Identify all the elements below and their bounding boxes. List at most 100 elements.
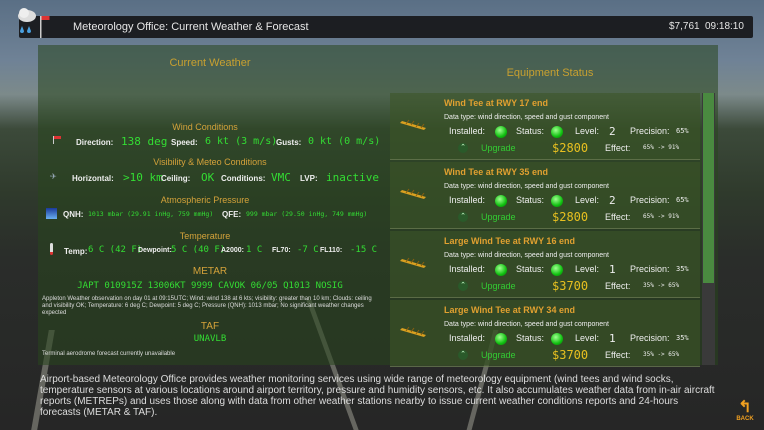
- current-weather-title: Current Weather: [169, 57, 251, 69]
- equipment-description: Data type: wind direction, speed and gus…: [444, 114, 609, 121]
- dewpoint-label: Dewpoint:: [138, 247, 172, 254]
- upgrade-icon[interactable]: ⌃: [458, 281, 468, 291]
- fl70-label: FL70:: [272, 247, 291, 254]
- back-label: BACK: [736, 416, 754, 422]
- effect-value: 35% -> 65%: [643, 351, 680, 358]
- wind-heading: Wind Conditions: [172, 122, 238, 132]
- gusts-value: 0 kt (0 m/s): [308, 136, 381, 147]
- effect-label: Effect:: [605, 350, 631, 360]
- equipment-name: Large Wind Tee at RWY 16 end: [444, 236, 575, 246]
- upgrade-icon[interactable]: ⌃: [458, 350, 468, 360]
- metar-heading: METAR: [192, 266, 228, 277]
- upgrade-price: $2800: [552, 141, 589, 155]
- level-label: Level:: [575, 126, 600, 136]
- description-text: Airport-based Meteorology Office provide…: [40, 374, 715, 418]
- level-label: Level:: [575, 333, 600, 343]
- level-value: 1: [609, 263, 616, 276]
- precision-value: 35%: [676, 334, 689, 342]
- window-title: Meteorology Office: Current Weather & Fo…: [73, 21, 309, 33]
- status-indicator: [551, 126, 563, 138]
- a2000-label: A2000:: [221, 247, 244, 254]
- weather-office-icon: [18, 8, 50, 38]
- direction-label: Direction:: [76, 138, 114, 147]
- scrollbar-thumb[interactable]: [703, 93, 714, 283]
- equipment-name: Wind Tee at RWY 35 end: [444, 167, 548, 177]
- ceiling-label: Ceiling:: [161, 174, 191, 183]
- equipment-name: Large Wind Tee at RWY 34 end: [444, 305, 575, 315]
- thermometer-icon: [50, 243, 53, 255]
- metar-code: JAPT 010915Z 13006KT 9999 CAVOK 06/05 Q1…: [77, 281, 343, 291]
- conditions-label: Conditions:: [221, 174, 266, 183]
- installed-indicator: [495, 264, 507, 276]
- lvp-label: LVP:: [300, 174, 318, 183]
- fl110-value: -15 C: [350, 245, 378, 255]
- upgrade-icon[interactable]: ⌃: [458, 143, 468, 153]
- qnh-label: QNH:: [63, 210, 84, 219]
- horizontal-value: >10 km: [123, 171, 163, 184]
- status-indicator: [551, 333, 563, 345]
- precision-label: Precision:: [630, 264, 670, 274]
- upgrade-button[interactable]: Upgrade: [481, 143, 516, 153]
- gusts-label: Gusts:: [276, 138, 302, 147]
- barometer-icon: [46, 208, 57, 219]
- wind-tee-icon: [400, 257, 426, 268]
- speed-value: 6 kt (3 m/s): [205, 136, 278, 147]
- equipment-status-title: Equipment Status: [506, 67, 594, 79]
- upgrade-icon[interactable]: ⌃: [458, 212, 468, 222]
- upgrade-price: $3700: [552, 348, 589, 362]
- conditions-value: VMC: [271, 171, 291, 184]
- temperature-heading: Temperature: [179, 231, 231, 241]
- windsock-icon: [53, 136, 63, 144]
- equipment-item: Large Wind Tee at RWY 34 end Data type: …: [390, 300, 700, 367]
- ceiling-value: OK: [201, 171, 215, 184]
- pressure-heading: Atmospheric Pressure: [160, 195, 250, 205]
- precision-value: 65%: [676, 127, 689, 135]
- equipment-scrollbar[interactable]: [702, 93, 715, 365]
- wind-tee-icon: [400, 119, 426, 130]
- taf-decoded: Terminal aerodrome forecast currently un…: [42, 351, 176, 357]
- visibility-icon: ✈: [50, 172, 57, 181]
- wind-tee-icon: [400, 188, 426, 199]
- level-value: 2: [609, 194, 616, 207]
- back-arrow-icon: ↰: [738, 399, 752, 416]
- wind-tee-icon: [400, 326, 426, 337]
- upgrade-button[interactable]: Upgrade: [481, 350, 516, 360]
- upgrade-button[interactable]: Upgrade: [481, 212, 516, 222]
- upgrade-price: $3700: [552, 279, 589, 293]
- installed-indicator: [495, 126, 507, 138]
- title-bar: Meteorology Office: Current Weather & Fo…: [19, 16, 753, 38]
- taf-code: UNAVLB: [193, 334, 227, 344]
- status-label: Status:: [516, 126, 545, 136]
- fl110-label: FL110:: [320, 247, 343, 254]
- status-label: Status:: [516, 195, 545, 205]
- back-button[interactable]: ↰ BACK: [732, 400, 758, 428]
- installed-label: Installed:: [449, 126, 486, 136]
- metar-decoded: Appleton Weather observation on day 01 a…: [42, 296, 372, 316]
- visibility-heading: Visibility & Meteo Conditions: [153, 157, 267, 167]
- lvp-value: inactive: [326, 171, 379, 184]
- taf-heading: TAF: [200, 321, 220, 332]
- status-indicator: [551, 195, 563, 207]
- direction-value: 138 deg: [121, 135, 168, 148]
- installed-indicator: [495, 195, 507, 207]
- fl70-value: -7 C: [297, 245, 319, 255]
- level-label: Level:: [575, 264, 600, 274]
- status-label: Status:: [516, 264, 545, 274]
- effect-label: Effect:: [605, 212, 631, 222]
- effect-value: 65% -> 91%: [643, 213, 680, 220]
- precision-value: 65%: [676, 196, 689, 204]
- installed-label: Installed:: [449, 195, 486, 205]
- equipment-name: Wind Tee at RWY 17 end: [444, 98, 548, 108]
- installed-indicator: [495, 333, 507, 345]
- precision-label: Precision:: [630, 195, 670, 205]
- installed-label: Installed:: [449, 333, 486, 343]
- a2000-value: 1 C: [246, 245, 263, 255]
- clock: 09:18:10: [705, 21, 744, 32]
- level-value: 2: [609, 125, 616, 138]
- speed-label: Speed:: [171, 138, 198, 147]
- temp-label: Temp:: [64, 247, 88, 256]
- effect-label: Effect:: [605, 281, 631, 291]
- level-value: 1: [609, 332, 616, 345]
- money-display: $7,761: [669, 21, 700, 32]
- upgrade-button[interactable]: Upgrade: [481, 281, 516, 291]
